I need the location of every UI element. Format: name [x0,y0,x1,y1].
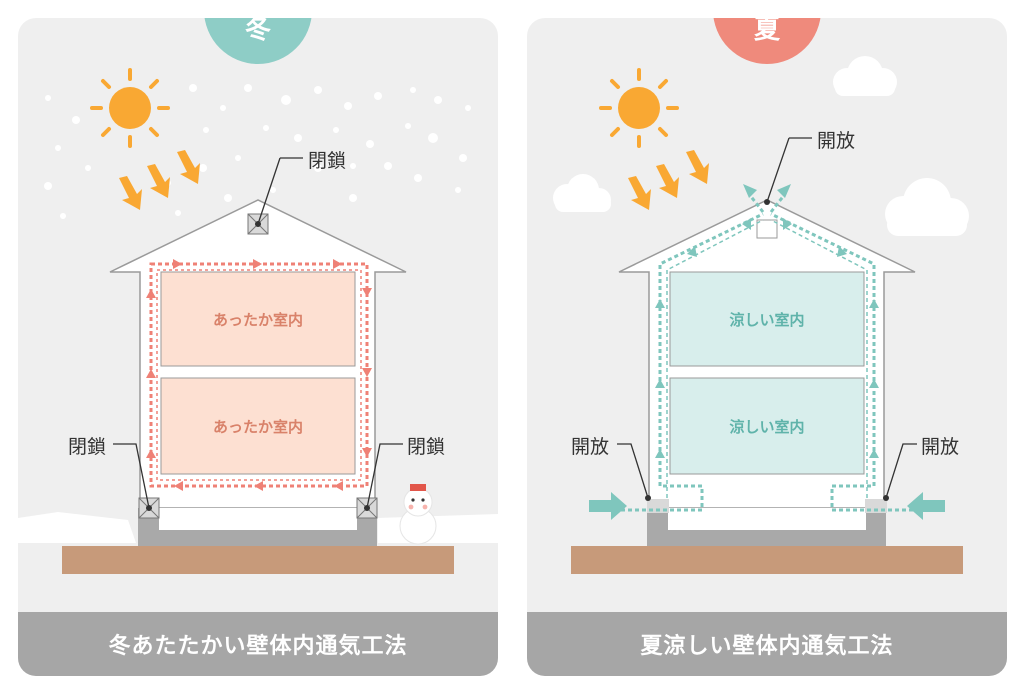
snowman-icon [399,484,437,545]
upper-room [160,271,356,367]
winter-panel: 冬 閉鎖 閉鎖 閉鎖 あったか室内 あったか室内 冬あたたかい壁体内通気工法 [18,18,498,676]
snow-drift-left [18,512,136,543]
upper-room [669,271,865,367]
upper-room-label: あったか室内 [212,310,303,329]
right-vent-label: 開放 [921,436,960,458]
winter-footer-title: 冬あたたかい壁体内通気工法 [18,612,498,676]
sunlight-arrows [628,150,709,210]
winter-scene [18,68,498,574]
top-vent-label: 開放 [817,130,856,152]
sunlight-arrows [119,150,200,210]
cool-air-arrows [589,184,945,520]
roof-vent-open [756,137,812,239]
cloud-icon [833,56,897,96]
roof-vent-closed [247,157,303,235]
lower-room [160,377,356,475]
bottom-vents-closed [113,443,403,519]
right-vent-label: 閉鎖 [407,436,446,458]
cloud-icon [885,178,969,236]
lower-room [669,377,865,475]
lower-room-label: 涼しい室内 [729,417,805,436]
summer-panel: 夏 開放 開放 開放 涼しい室内 涼しい室内 夏涼しい壁体内通気工法 [527,18,1007,676]
left-vent-label: 開放 [571,436,610,458]
cloud-icons [553,56,969,236]
snowflakes [44,84,471,219]
warm-air-flow [146,259,372,491]
lower-room-label: あったか室内 [212,417,303,436]
snow-drift-right [378,514,498,543]
sun-icon [90,68,170,148]
summer-footer-title: 夏涼しい壁体内通気工法 [527,612,1007,676]
cool-air-flow [607,212,927,512]
cloud-icon [553,174,611,212]
summer-scene [553,56,969,574]
upper-room-label: 涼しい室内 [729,310,805,329]
top-vent-label: 閉鎖 [308,150,347,172]
sun-icon [599,68,679,148]
left-vent-label: 閉鎖 [68,436,107,458]
